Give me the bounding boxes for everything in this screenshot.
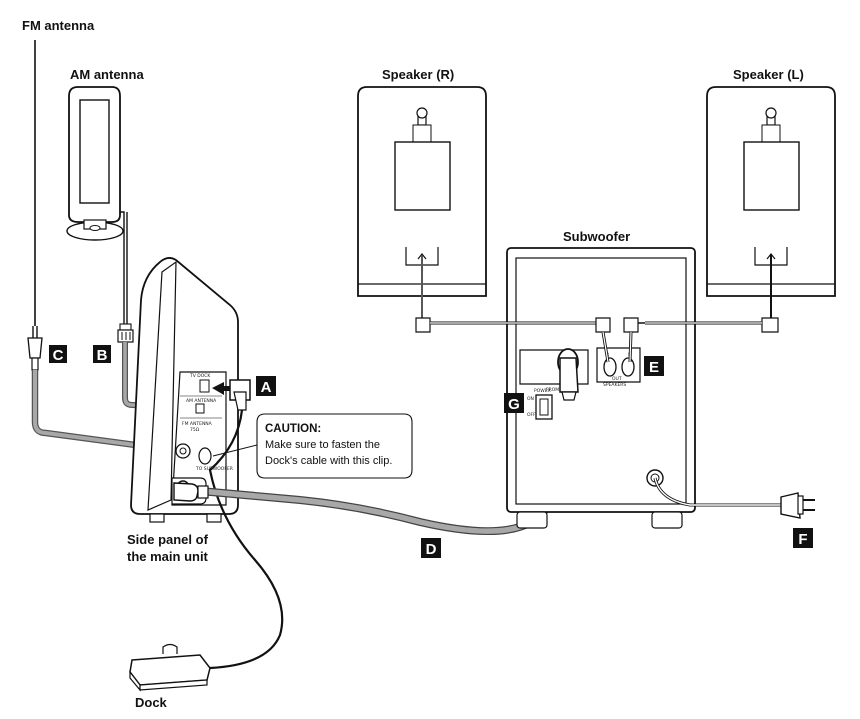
am-antenna-label: AM antenna bbox=[70, 67, 144, 82]
speaker-right: Speaker (R) bbox=[357, 67, 487, 320]
svg-text:E: E bbox=[649, 359, 659, 376]
key-a: A bbox=[212, 376, 276, 411]
svg-text:F: F bbox=[798, 531, 807, 548]
svg-text:G: G bbox=[508, 396, 520, 413]
svg-text:SPEAKERS: SPEAKERS bbox=[603, 382, 626, 388]
svg-text:ON: ON bbox=[527, 396, 534, 402]
svg-text:OFF: OFF bbox=[527, 412, 536, 418]
svg-text:OUT: OUT bbox=[612, 376, 622, 382]
key-g: G bbox=[504, 393, 524, 413]
caution-line-2: Dock's cable with this clip. bbox=[265, 455, 392, 467]
svg-text:TO SUBWOOFER: TO SUBWOOFER bbox=[195, 466, 233, 472]
svg-text:D: D bbox=[426, 541, 437, 558]
fm-antenna-label: FM antenna bbox=[22, 18, 95, 33]
svg-text:75Ω: 75Ω bbox=[190, 427, 200, 433]
speaker-right-label: Speaker (R) bbox=[382, 67, 454, 82]
caution-title: CAUTION: bbox=[265, 423, 321, 435]
svg-text:A: A bbox=[261, 379, 272, 396]
dock: Dock bbox=[129, 643, 211, 710]
svg-text:POWER: POWER bbox=[534, 388, 551, 394]
power-cord bbox=[653, 477, 815, 519]
svg-text:AM ANTENNA: AM ANTENNA bbox=[186, 398, 217, 404]
speaker-left-label: Speaker (L) bbox=[733, 67, 804, 82]
key-c: C bbox=[49, 345, 67, 364]
subwoofer: Subwoofer FROM MAIN POWER ON OFF R L OUT… bbox=[506, 229, 696, 529]
svg-text:B: B bbox=[97, 347, 108, 364]
key-e: E bbox=[644, 356, 664, 376]
caution-callout: CAUTION: Make sure to fasten the Dock's … bbox=[212, 413, 413, 479]
key-b: B bbox=[93, 345, 111, 364]
fm-antenna: FM antenna bbox=[22, 18, 95, 371]
key-d: D bbox=[421, 538, 441, 558]
side-panel-label-line2: the main unit bbox=[127, 549, 209, 564]
svg-text:C: C bbox=[53, 347, 64, 364]
subwoofer-label: Subwoofer bbox=[563, 229, 630, 244]
key-f: F bbox=[793, 528, 813, 548]
speaker-left: Speaker (L) bbox=[706, 67, 836, 320]
side-panel-label-line1: Side panel of bbox=[127, 532, 209, 547]
dock-label: Dock bbox=[135, 695, 168, 710]
caution-line-1: Make sure to fasten the bbox=[265, 439, 380, 451]
dock-cable bbox=[191, 409, 284, 672]
am-antenna: AM antenna bbox=[66, 67, 144, 343]
main-unit-side-panel: TV DOCK AM ANTENNA FM ANTENNA 75Ω TO SUB… bbox=[130, 257, 239, 523]
svg-text:TV DOCK: TV DOCK bbox=[189, 373, 211, 379]
svg-text:FROM MAIN: FROM MAIN bbox=[546, 387, 572, 393]
speaker-wires bbox=[415, 317, 779, 363]
svg-text:FM ANTENNA: FM ANTENNA bbox=[182, 421, 213, 427]
